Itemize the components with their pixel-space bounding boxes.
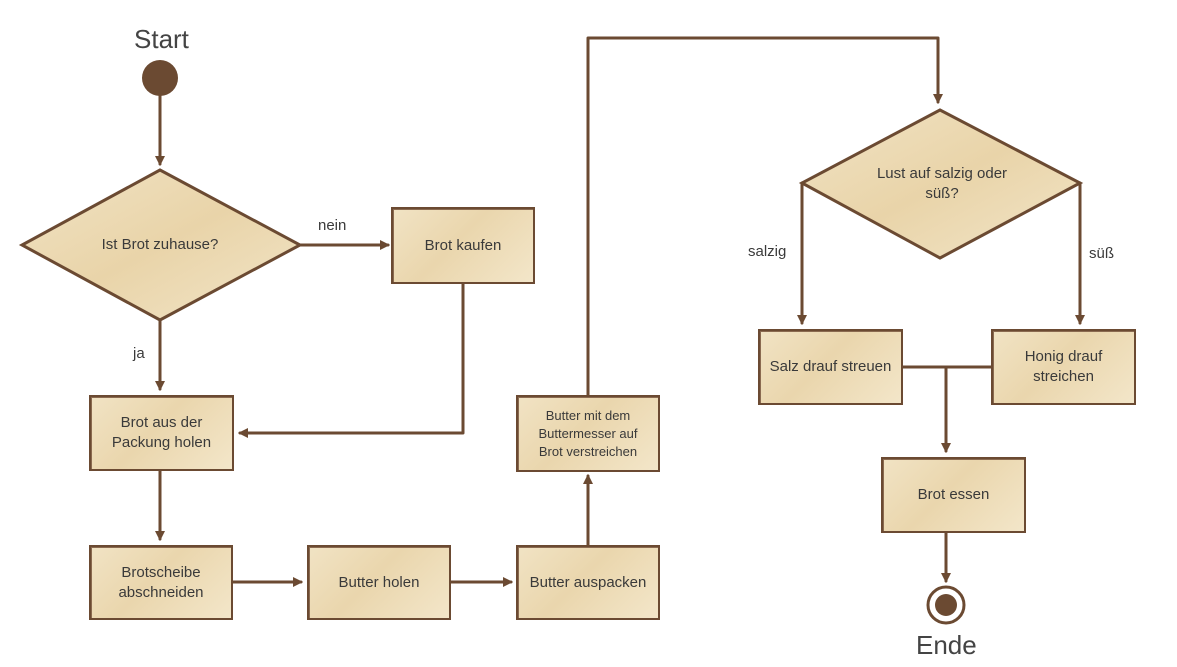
action-unpack-butter-label: Butter auspacken xyxy=(529,573,647,591)
action-buy-bread-label: Brot kaufen xyxy=(424,236,502,254)
action-cut-slice-label: Brotscheibe abschneiden xyxy=(118,563,204,601)
edge-label-nein: nein xyxy=(318,217,347,234)
action-eat: Brot essen xyxy=(881,457,1026,533)
action-take-bread-label: Brot aus der Packung holen xyxy=(111,414,212,451)
action-spread-butter-label: Butter mit dem Buttermesser auf Brot ver… xyxy=(538,407,638,459)
action-cut-slice: Brotscheibe abschneiden xyxy=(89,545,233,620)
edge-buy-to-take xyxy=(238,282,465,438)
edge-label-suess: süß xyxy=(1089,245,1115,262)
start-label: Start xyxy=(134,24,189,54)
end-label: Ende xyxy=(916,630,977,660)
action-take-bread: Brot aus der Packung holen xyxy=(89,395,234,471)
edge-label-ja: ja xyxy=(133,345,145,362)
decision-bread-home-text: Ist Brot zuhause? xyxy=(101,236,219,253)
action-honey-label: Honig drauf streichen xyxy=(1024,348,1103,385)
action-get-butter-label: Butter holen xyxy=(338,573,420,591)
end-node-core xyxy=(935,594,957,616)
action-salt-label: Salz drauf streuen xyxy=(769,358,892,375)
end-node-ring xyxy=(926,585,966,625)
action-get-butter: Butter holen xyxy=(307,545,451,620)
action-spread-butter: Butter mit dem Buttermesser auf Brot ver… xyxy=(516,395,660,472)
action-unpack-butter: Butter auspacken xyxy=(516,545,660,620)
action-honey: Honig drauf streichen xyxy=(991,329,1136,405)
action-buy-bread: Brot kaufen xyxy=(391,207,535,284)
start-node xyxy=(142,60,178,96)
edge-label-salzig: salzig xyxy=(748,243,787,260)
action-salt: Salz drauf streuen xyxy=(758,329,903,405)
edge-spread-to-taste xyxy=(586,36,943,397)
decision-taste-text: Lust auf salzig oder süß? xyxy=(876,165,1008,202)
action-eat-label: Brot essen xyxy=(917,486,990,503)
decision-taste-shape xyxy=(798,108,1084,260)
